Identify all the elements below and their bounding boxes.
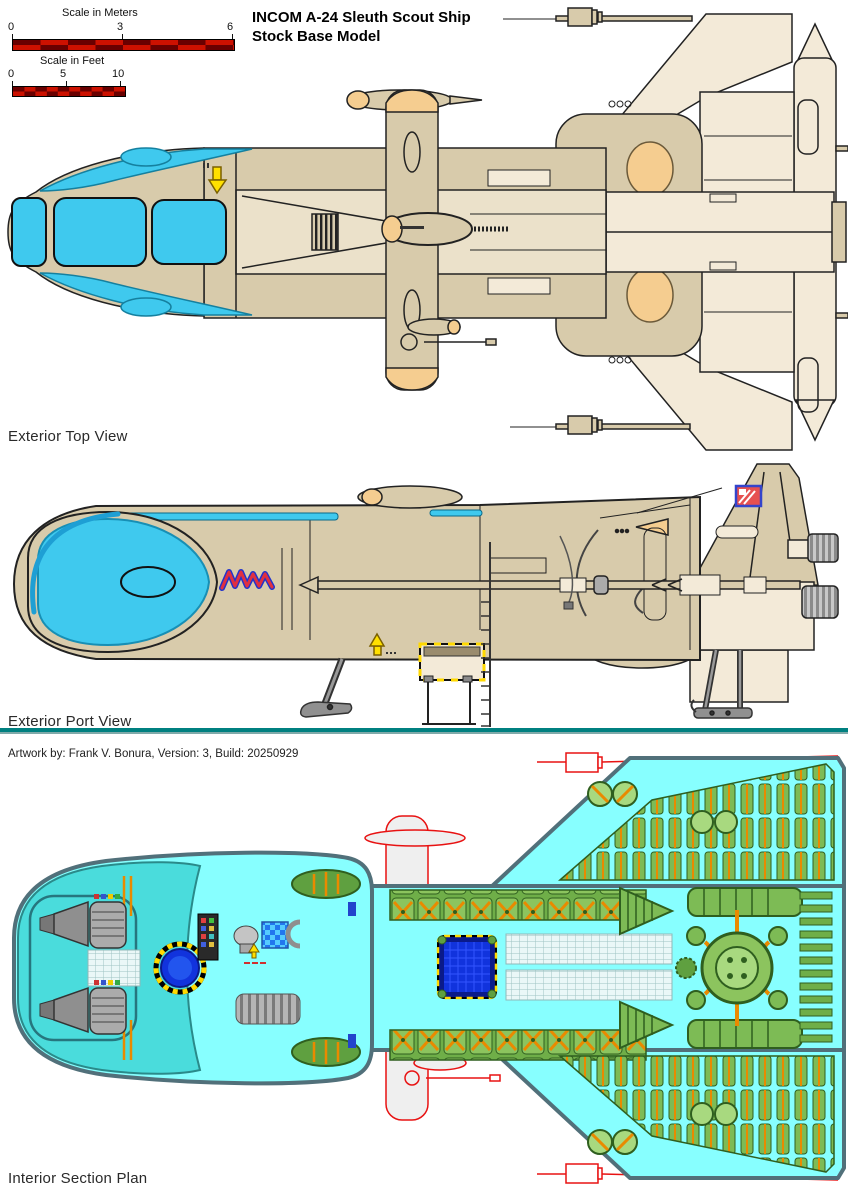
bunk (235, 993, 301, 1025)
ground-line (0, 728, 848, 734)
engine-intake-top (626, 141, 674, 197)
port-view-ship (0, 463, 848, 734)
scale-tick-mark (232, 34, 233, 39)
antenna-boom-bottom (510, 415, 691, 435)
cargo-hatch-square (436, 934, 498, 1000)
dorsal-cross-wing (346, 89, 497, 391)
engine-intake-bottom (626, 267, 674, 323)
label-exterior-top-view: Exterior Top View (8, 428, 128, 445)
rear-landing-gear (690, 649, 753, 719)
boarding-hatch (418, 642, 486, 725)
scale-feet-tick: 10 (112, 68, 125, 80)
hull-saddle-pods (122, 869, 361, 1067)
pilot-seat (39, 894, 127, 949)
cabin-fixtures (197, 913, 301, 1025)
front-landing-gear (299, 657, 353, 718)
top-view-tail-boom (605, 100, 847, 364)
scale-bar-feet (12, 86, 126, 97)
antenna-boom-top (503, 7, 693, 27)
title-line-1: INCOM A-24 Sleuth Scout Ship (252, 9, 471, 26)
label-exterior-port-view: Exterior Port View (8, 713, 132, 730)
flag-emblem-icon (734, 484, 763, 508)
label-interior-section-plan: Interior Section Plan (8, 1170, 148, 1187)
scale-meters-tick: 0 (8, 21, 15, 33)
floor-grates (87, 933, 673, 1001)
wall-joint (348, 902, 356, 916)
scale-tick-mark (12, 34, 13, 39)
artwork-credit: Artwork by: Frank V. Bonura, Version: 3,… (8, 748, 299, 760)
floor-hatch-round (153, 941, 207, 995)
top-view-ship (7, 7, 848, 451)
scale-meters-label: Scale in Meters (62, 7, 138, 19)
reference-arrow-icon (203, 163, 228, 195)
scale-meters-tick: 3 (117, 21, 124, 33)
scale-tick-mark (122, 34, 123, 39)
scale-feet-label: Scale in Feet (40, 55, 105, 67)
deck-arrow-icon (244, 943, 266, 964)
fan-pods (587, 781, 738, 1155)
page-title: INCOM A-24 Sleuth Scout Ship Stock Base … (252, 8, 471, 46)
title-line-2: Stock Base Model (252, 28, 381, 45)
cockpit-canopy-port-view (27, 510, 219, 654)
exterior-port-view-drawing (0, 463, 848, 734)
wall-joint (348, 1034, 356, 1048)
reactor-core (675, 910, 788, 1026)
cockpit-canopy-top-view (11, 147, 253, 317)
scale-feet-tick: 0 (8, 68, 15, 80)
tail-fin (686, 463, 819, 591)
central-sensor-pod (241, 195, 508, 269)
boarding-ladder (481, 535, 574, 727)
scale-feet-tick: 5 (60, 68, 67, 80)
scale-tick-mark (12, 81, 13, 86)
exterior-top-view-drawing (7, 7, 848, 451)
scale-tick-mark (66, 81, 67, 86)
copilot-seat (39, 980, 127, 1035)
nozzle-fins (799, 891, 833, 1043)
scale-meters-tick: 6 (227, 21, 234, 33)
scale-bar-meters (12, 39, 235, 51)
scale-tick-mark (120, 81, 121, 86)
interior-section-plan-drawing (12, 752, 846, 1184)
reference-arrow-up-icon (368, 632, 396, 656)
shower-pad (261, 921, 289, 949)
hull-graffiti-decal-icon (219, 569, 275, 591)
engine-room-machinery (587, 781, 833, 1155)
